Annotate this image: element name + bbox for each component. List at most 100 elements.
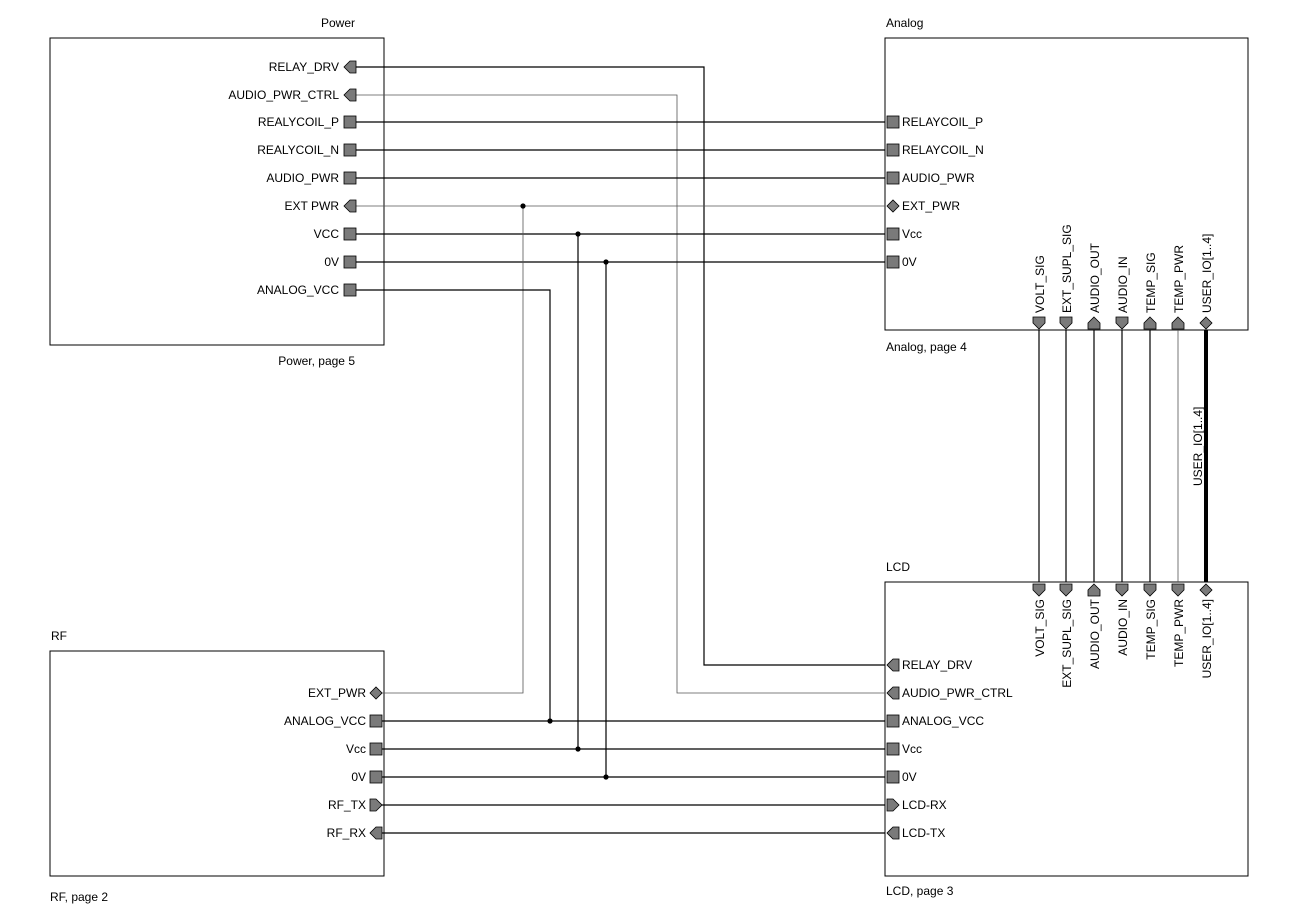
lcd-left-ports: RELAY_DRV AUDIO_PWR_CTRL ANALOG_VCC Vcc …	[886, 658, 1013, 840]
port-analog-temp-pwr[interactable]: TEMP_PWR	[1171, 245, 1186, 330]
port-realycoil-p[interactable]: REALYCOIL_P	[258, 115, 357, 129]
svg-text:TEMP_PWR: TEMP_PWR	[1172, 599, 1186, 667]
port-lcd-ext-supl-sig[interactable]: EXT_SUPL_SIG	[1059, 583, 1074, 688]
port-analog-relaycoil-p[interactable]: RELAYCOIL_P	[886, 115, 983, 129]
port-analog-audio-out[interactable]: AUDIO_OUT	[1087, 242, 1102, 330]
junction-ext-pwr	[520, 203, 526, 209]
port-rf-ext-pwr[interactable]: EXT_PWR	[308, 686, 383, 700]
port-lcd-user-io[interactable]: USER_IO[1..4]	[1199, 583, 1214, 678]
port-analog-relaycoil-n[interactable]: RELAYCOIL_N	[886, 143, 984, 157]
svg-text:USER_IO[1..4]: USER_IO[1..4]	[1200, 234, 1214, 313]
port-lcd-temp-sig[interactable]: TEMP_SIG	[1143, 583, 1158, 660]
svg-text:0V: 0V	[351, 770, 366, 784]
power-block-caption: Power, page 5	[278, 354, 355, 368]
power-ports: RELAY_DRV AUDIO_PWR_CTRL REALYCOIL_P REA…	[228, 60, 357, 297]
port-lcd-rx[interactable]: LCD-RX	[886, 798, 947, 812]
svg-text:AUDIO_IN: AUDIO_IN	[1116, 599, 1130, 656]
svg-text:EXT_SUPL_SIG: EXT_SUPL_SIG	[1060, 224, 1074, 313]
port-rf-tx[interactable]: RF_TX	[328, 798, 383, 812]
port-lcd-audio-out[interactable]: AUDIO_OUT	[1087, 583, 1102, 669]
port-rf-rx[interactable]: RF_RX	[327, 826, 383, 840]
svg-text:RELAYCOIL_N: RELAYCOIL_N	[902, 143, 984, 157]
svg-text:Vcc: Vcc	[902, 227, 922, 241]
junction-0v-rf	[603, 774, 609, 780]
svg-text:AUDIO_OUT: AUDIO_OUT	[1088, 598, 1102, 669]
svg-text:AUDIO_PWR: AUDIO_PWR	[266, 171, 339, 185]
port-audio-pwr-ctrl[interactable]: AUDIO_PWR_CTRL	[228, 88, 357, 102]
port-lcd-audio-pwr-ctrl[interactable]: AUDIO_PWR_CTRL	[886, 686, 1013, 700]
port-rf-vcc[interactable]: Vcc	[346, 742, 383, 756]
port-ext-pwr[interactable]: EXT PWR	[285, 199, 357, 213]
port-vcc[interactable]: VCC	[314, 227, 357, 241]
port-analog-ext-pwr[interactable]: EXT_PWR	[886, 199, 960, 213]
svg-text:RELAY_DRV: RELAY_DRV	[902, 658, 972, 672]
svg-text:AUDIO_IN: AUDIO_IN	[1116, 256, 1130, 313]
lcd-block[interactable]	[884, 581, 1249, 877]
net-analog-vcc	[356, 289, 551, 721]
junction-vcc	[575, 231, 581, 237]
svg-text:LCD-TX: LCD-TX	[902, 826, 945, 840]
port-lcd-volt-sig[interactable]: VOLT_SIG	[1032, 583, 1047, 657]
port-analog-vcc[interactable]: ANALOG_VCC	[257, 283, 357, 297]
svg-text:AUDIO_PWR_CTRL: AUDIO_PWR_CTRL	[902, 686, 1013, 700]
port-0v[interactable]: 0V	[324, 255, 357, 269]
port-lcd-tx[interactable]: LCD-TX	[886, 826, 945, 840]
svg-text:AUDIO_OUT: AUDIO_OUT	[1088, 242, 1102, 313]
svg-text:ANALOG_VCC: ANALOG_VCC	[284, 714, 366, 728]
svg-text:EXT PWR: EXT PWR	[285, 199, 340, 213]
rf-ports: EXT_PWR ANALOG_VCC Vcc 0V RF_TX RF_RX	[284, 686, 383, 840]
analog-bottom-ports: VOLT_SIG EXT_SUPL_SIG AUDIO_OUT AUDIO_IN…	[1032, 224, 1214, 330]
svg-text:0V: 0V	[902, 770, 917, 784]
port-lcd-temp-pwr[interactable]: TEMP_PWR	[1171, 583, 1186, 667]
net-ext-pwr-rf	[382, 206, 524, 694]
port-analog-user-io[interactable]: USER_IO[1..4]	[1199, 234, 1214, 330]
rf-block-title: RF	[51, 629, 67, 643]
port-lcd-analog-vcc[interactable]: ANALOG_VCC	[886, 714, 984, 728]
junction-analog-vcc	[547, 718, 553, 724]
port-lcd-vcc[interactable]: Vcc	[886, 742, 922, 756]
port-rf-analog-vcc[interactable]: ANALOG_VCC	[284, 714, 383, 728]
svg-text:USER_IO[1..4]: USER_IO[1..4]	[1200, 599, 1214, 678]
svg-text:VOLT_SIG: VOLT_SIG	[1033, 599, 1047, 657]
svg-text:RELAY_DRV: RELAY_DRV	[269, 60, 339, 74]
port-lcd-0v[interactable]: 0V	[886, 770, 917, 784]
svg-text:Vcc: Vcc	[346, 742, 366, 756]
port-analog-audio-pwr[interactable]: AUDIO_PWR	[886, 171, 975, 185]
analog-block[interactable]	[884, 37, 1249, 331]
port-relay-drv[interactable]: RELAY_DRV	[269, 60, 357, 74]
analog-left-ports: RELAYCOIL_P RELAYCOIL_N AUDIO_PWR EXT_PW…	[886, 115, 984, 269]
net-relay-drv	[356, 66, 885, 666]
svg-text:TEMP_SIG: TEMP_SIG	[1144, 252, 1158, 313]
port-analog-volt-sig[interactable]: VOLT_SIG	[1032, 255, 1047, 330]
rf-block[interactable]	[49, 650, 385, 877]
svg-text:ANALOG_VCC: ANALOG_VCC	[257, 283, 339, 297]
port-rf-0v[interactable]: 0V	[351, 770, 383, 784]
svg-text:EXT_SUPL_SIG: EXT_SUPL_SIG	[1060, 599, 1074, 688]
power-block-title: Power	[321, 16, 355, 30]
port-analog-temp-sig[interactable]: TEMP_SIG	[1143, 252, 1158, 330]
power-block[interactable]	[49, 37, 385, 346]
port-lcd-audio-in[interactable]: AUDIO_IN	[1115, 583, 1130, 656]
svg-text:EXT_PWR: EXT_PWR	[902, 199, 960, 213]
svg-text:REALYCOIL_P: REALYCOIL_P	[258, 115, 339, 129]
svg-text:0V: 0V	[324, 255, 339, 269]
svg-text:TEMP_PWR: TEMP_PWR	[1172, 245, 1186, 313]
port-analog-audio-in[interactable]: AUDIO_IN	[1115, 256, 1130, 330]
lcd-block-caption: LCD, page 3	[886, 884, 954, 898]
port-analog-ext-supl-sig[interactable]: EXT_SUPL_SIG	[1059, 224, 1074, 330]
port-lcd-relay-drv[interactable]: RELAY_DRV	[886, 658, 972, 672]
port-analog-vcc-in[interactable]: Vcc	[886, 227, 922, 241]
analog-block-title: Analog	[886, 16, 923, 30]
svg-text:AUDIO_PWR_CTRL: AUDIO_PWR_CTRL	[228, 88, 339, 102]
port-realycoil-n[interactable]: REALYCOIL_N	[257, 143, 357, 157]
svg-text:REALYCOIL_N: REALYCOIL_N	[257, 143, 339, 157]
svg-text:Vcc: Vcc	[902, 742, 922, 756]
port-analog-0v[interactable]: 0V	[886, 255, 917, 269]
port-audio-pwr[interactable]: AUDIO_PWR	[266, 171, 357, 185]
svg-text:RF_RX: RF_RX	[327, 826, 366, 840]
lcd-top-ports: VOLT_SIG EXT_SUPL_SIG AUDIO_OUT AUDIO_IN…	[1032, 583, 1214, 688]
svg-text:LCD-RX: LCD-RX	[902, 798, 947, 812]
svg-text:ANALOG_VCC: ANALOG_VCC	[902, 714, 984, 728]
svg-text:EXT_PWR: EXT_PWR	[308, 686, 366, 700]
